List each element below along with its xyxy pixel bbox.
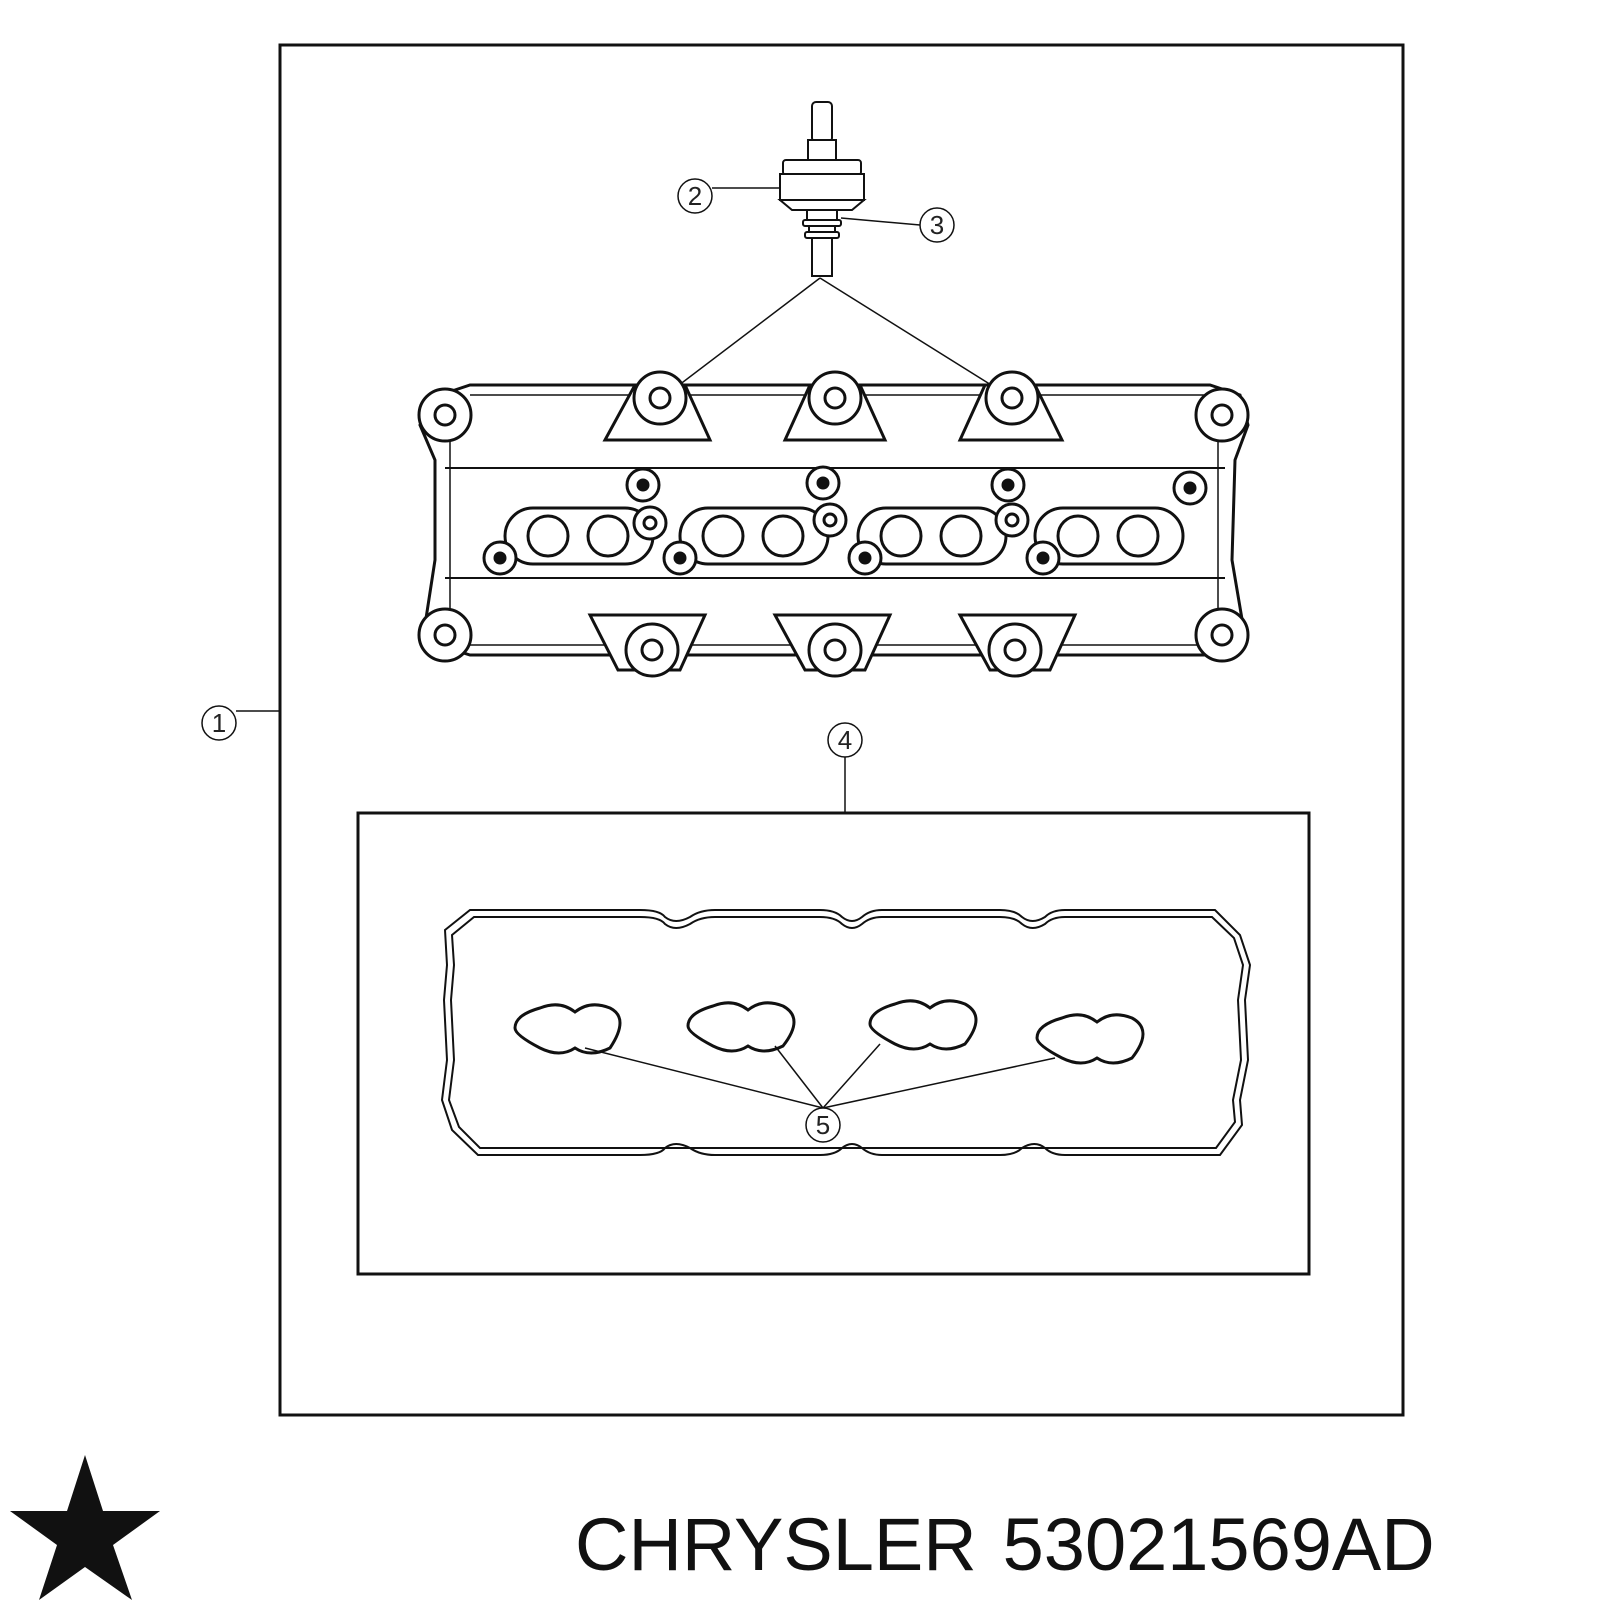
callout-3: 3 [919,207,955,243]
bottom-bolt-bosses [587,613,1078,678]
callout-4: 4 [827,722,863,758]
callout-5: 5 [805,1107,841,1143]
callout-2-label: 2 [688,181,702,211]
cover-ports [503,506,1185,566]
callout-1: 1 [201,705,237,741]
brand-name: CHRYSLER [575,1503,977,1586]
part-caption: CHRYSLER 53021569AD [575,1500,1585,1590]
outer-frame [278,43,1405,1417]
port-seals [513,999,1145,1065]
top-bolt-bosses [602,370,1065,442]
corner-bosses [417,387,1250,663]
callout-5-label: 5 [816,1110,830,1140]
sensor-assembly [777,101,867,277]
leader-lines-seals [584,1043,1056,1109]
part-number: 53021569AD [1002,1503,1435,1586]
callout-3-label: 3 [930,210,944,240]
gasket [440,909,1252,1156]
leader-lines-sensor [661,187,1013,399]
gasket-kit-frame [356,811,1311,1276]
callout-1-label: 1 [212,708,226,738]
cover-fasteners [482,465,1208,576]
callout-4-label: 4 [838,725,852,755]
chrysler-pentastar-logo-icon [10,1455,160,1600]
callout-2: 2 [677,178,713,214]
